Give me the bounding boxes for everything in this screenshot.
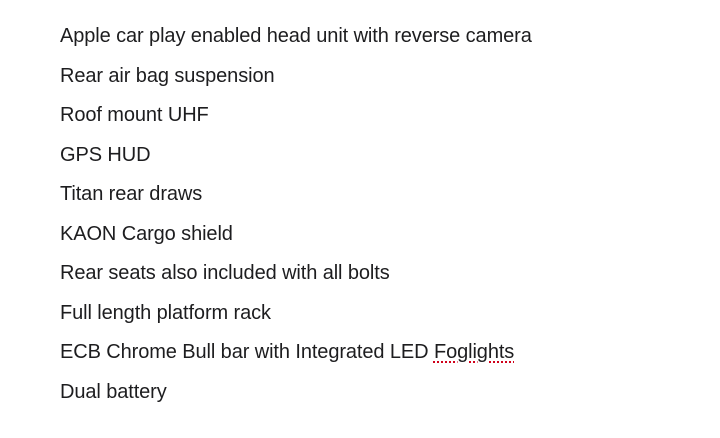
text-line[interactable]: KAON Cargo shield	[60, 222, 233, 245]
text-line[interactable]: Apple car play enabled head unit with re…	[60, 25, 532, 47]
text-line[interactable]: Titan rear draws	[60, 183, 203, 205]
text-line[interactable]: Rear air bag suspension	[60, 64, 275, 87]
text-line[interactable]: Rear seats also included with all bolts	[60, 262, 390, 284]
text-line[interactable]: Full length platform rack	[60, 301, 271, 324]
text-line[interactable]: GPS HUD	[60, 143, 151, 166]
text-line-prefix: ECB Chrome Bull bar with Integrated LED	[60, 341, 434, 363]
text-line[interactable]: Roof mount UHF	[60, 104, 209, 126]
spellcheck-flagged-word[interactable]: Foglights	[433, 341, 515, 363]
text-line[interactable]: Dual battery	[60, 380, 167, 403]
text-line[interactable]: ECB Chrome Bull bar with Integrated LED …	[60, 333, 720, 373]
